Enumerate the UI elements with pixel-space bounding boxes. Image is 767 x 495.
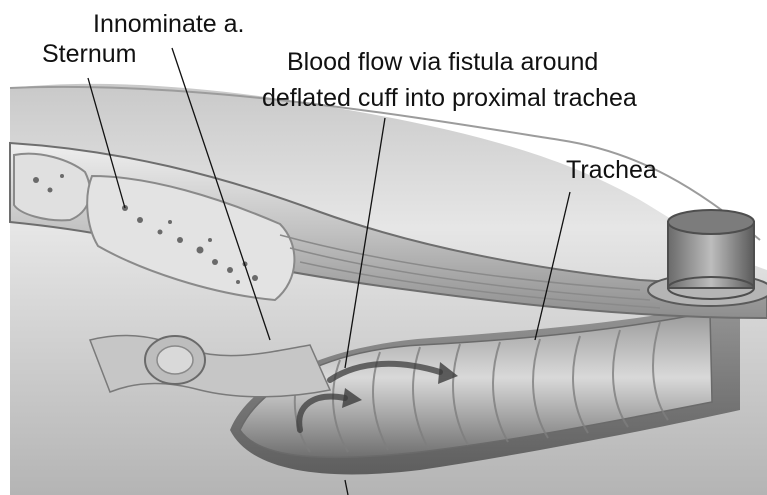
trachea-label: Trachea (566, 156, 657, 184)
innominate-label: Innominate a. (93, 10, 245, 38)
blood-flow-label-line-1: Blood flow via fistula around (287, 48, 598, 76)
sternum-label: Sternum (42, 40, 136, 68)
blood-flow-label-line-2: deflated cuff into proximal trachea (262, 84, 637, 112)
tracheostomy-tube-opening (668, 210, 754, 234)
innominate-artery-lumen (157, 346, 193, 374)
